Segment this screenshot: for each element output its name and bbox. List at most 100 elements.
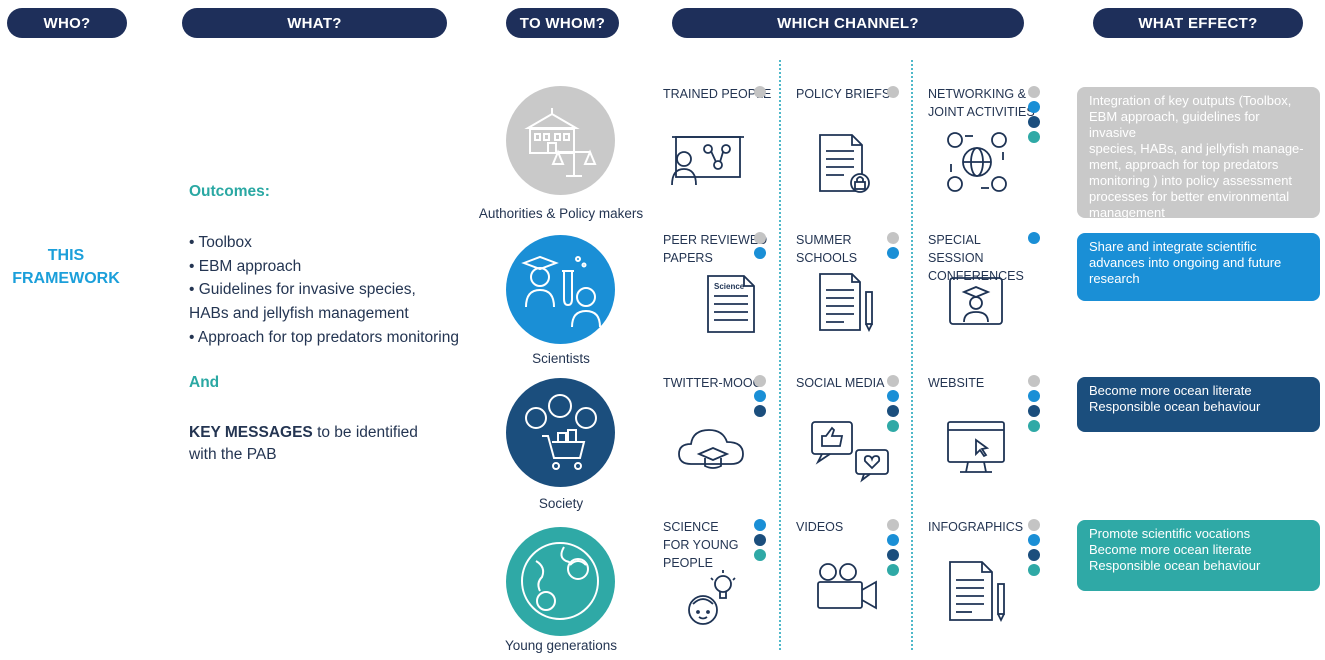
effect-line: Responsible ocean behaviour xyxy=(1089,558,1261,573)
channel-dot-teal xyxy=(887,564,899,576)
effect-line: management xyxy=(1089,205,1165,220)
channel-science-young-label: SCIENCE FOR YOUNG PEOPLE xyxy=(663,518,773,572)
channel-infographics-label: INFOGRAPHICS xyxy=(928,518,1038,536)
header-which-channel: WHICH CHANNEL? xyxy=(672,8,1024,38)
channel-line: PEOPLE xyxy=(663,556,714,570)
channel-line: NETWORKING & xyxy=(928,87,1026,101)
channel-dot-teal xyxy=(1028,131,1040,143)
like-heart-bubbles-icon xyxy=(811,421,889,483)
audience-authorities-label: Authorities & Policy makers xyxy=(478,206,644,221)
audience-society-circle xyxy=(506,378,615,487)
channel-dots xyxy=(1028,519,1040,576)
channel-line: SCIENCE xyxy=(663,520,719,534)
channel-dot-navy xyxy=(1028,116,1040,128)
key-messages-line-2: with the PAB xyxy=(189,446,277,463)
science-paper-text: Science xyxy=(714,282,745,291)
channel-dot-blue xyxy=(754,519,766,531)
effect-line: monitoring ) into policy assessment xyxy=(1089,173,1293,188)
header-to-whom: TO WHOM? xyxy=(506,8,619,38)
channel-line: WEBSITE xyxy=(928,376,985,390)
channel-dots xyxy=(1028,86,1040,143)
cloud-graduation-icon xyxy=(678,429,744,469)
audience-young-label: Young generations xyxy=(504,638,618,653)
channel-dots xyxy=(887,519,899,576)
video-camera-icon xyxy=(817,563,877,610)
outcome-item: • EBM approach xyxy=(189,257,302,275)
effect-line: Share and integrate scientific xyxy=(1089,239,1257,254)
channel-networking-label: NETWORKING &JOINT ACTIVITIES xyxy=(928,85,1038,121)
key-messages-rest: to be identified xyxy=(312,424,418,441)
channel-line: SUMMER xyxy=(796,233,852,247)
channel-line: SCHOOLS xyxy=(796,251,858,265)
channel-dot-blue xyxy=(887,534,899,546)
channel-summer-schools-label: SUMMER SCHOOLS xyxy=(796,231,906,267)
channel-dots xyxy=(754,232,766,259)
channel-dot-grey xyxy=(754,232,766,244)
key-messages: KEY MESSAGES to be identified with the P… xyxy=(189,422,418,466)
who-framework: THIS FRAMEWORK xyxy=(10,244,122,290)
effect-line: processes for better environmental xyxy=(1089,189,1290,204)
child-lightbulb-icon xyxy=(688,570,736,625)
header-who: WHO? xyxy=(7,8,127,38)
channel-dots xyxy=(887,375,899,432)
channel-dot-grey xyxy=(887,519,899,531)
channel-dot-grey xyxy=(887,86,899,98)
effect-line: EBM approach, guidelines for invasive xyxy=(1089,109,1260,140)
science-paper-icon: Science xyxy=(707,275,755,333)
infographic-document-icon xyxy=(949,561,1005,623)
channel-dot-grey xyxy=(754,86,766,98)
channel-dot-navy xyxy=(887,405,899,417)
society-cart-icon xyxy=(525,394,597,470)
channel-dot-blue xyxy=(887,390,899,402)
effect-line: Promote scientific vocations xyxy=(1089,526,1251,541)
audience-scientists-label: Scientists xyxy=(532,351,590,366)
channel-website-label: WEBSITE xyxy=(928,374,1038,392)
channel-line: SOCIAL MEDIA xyxy=(796,376,885,390)
channel-dot-blue xyxy=(1028,534,1040,546)
audience-scientists-circle xyxy=(506,235,615,344)
who-line-1: THIS xyxy=(47,247,85,264)
channel-dot-grey xyxy=(754,375,766,387)
effect-line: advances into ongoing and future xyxy=(1089,255,1282,270)
channel-dot-teal xyxy=(1028,564,1040,576)
key-messages-line-1: KEY MESSAGES to be identified xyxy=(189,422,418,444)
outcomes-list: • Toolbox • EBM approach • Guidelines fo… xyxy=(189,231,459,350)
key-messages-bold: KEY MESSAGES xyxy=(189,424,313,441)
channel-dot-teal xyxy=(754,549,766,561)
channel-dot-blue xyxy=(754,390,766,402)
header-what: WHAT? xyxy=(182,8,447,38)
channel-dot-grey xyxy=(887,232,899,244)
channel-dot-blue xyxy=(1028,232,1040,244)
audience-young-circle xyxy=(506,527,615,636)
channel-dot-navy xyxy=(887,549,899,561)
channel-policy-briefs-label: POLICY BRIEFS xyxy=(796,85,906,103)
channel-separator xyxy=(911,60,913,650)
header-what-effect: WHAT EFFECT? xyxy=(1093,8,1303,38)
channel-dots xyxy=(754,86,766,98)
channel-line: INFOGRAPHICS xyxy=(928,520,1024,534)
government-scales-icon xyxy=(524,108,597,177)
effect-line: Become more ocean literate xyxy=(1089,383,1252,398)
channel-line: TRAINED PEOPLE xyxy=(663,87,772,101)
audience-authorities-circle xyxy=(506,86,615,195)
channel-dot-grey xyxy=(1028,519,1040,531)
outcome-item: • Guidelines for invasive species, xyxy=(189,281,416,299)
outcome-item: HABs and jellyfish management xyxy=(189,305,409,323)
channel-line: FOR YOUNG xyxy=(663,538,739,552)
channel-dot-blue xyxy=(754,247,766,259)
graduate-screen-icon xyxy=(949,277,1003,325)
effect-line: species, HABs, and jellyfish manage- xyxy=(1089,141,1304,156)
channel-separator xyxy=(779,60,781,650)
channel-dots xyxy=(887,86,899,98)
channel-dots xyxy=(1028,375,1040,432)
effect-authorities: Integration of key outputs (Toolbox,EBM … xyxy=(1077,87,1320,220)
channel-dot-navy xyxy=(754,405,766,417)
who-line-2: FRAMEWORK xyxy=(12,270,120,287)
channel-line: TWITTER-MOOC xyxy=(663,376,762,390)
outcome-item: • Toolbox xyxy=(189,234,252,251)
channel-line: CONFERENCES xyxy=(928,269,1024,283)
